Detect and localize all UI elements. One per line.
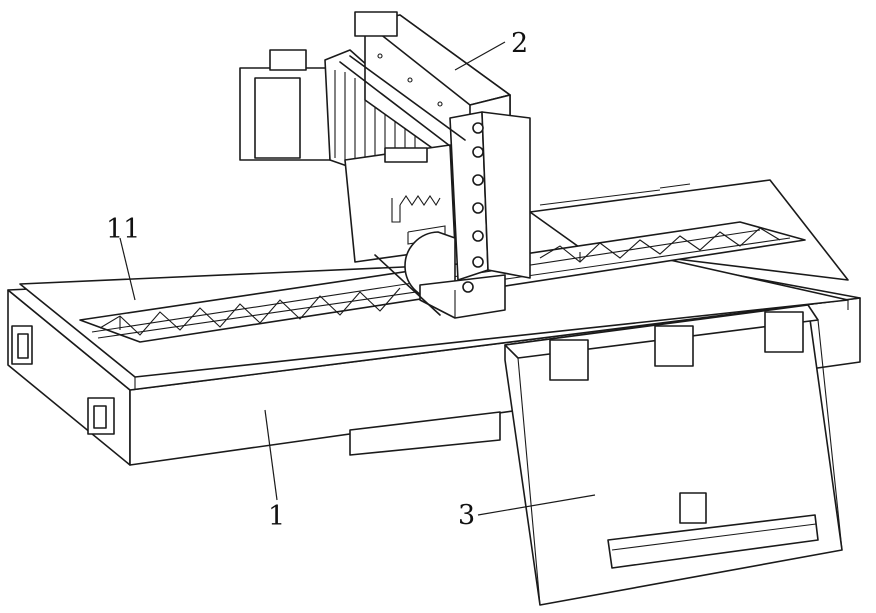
front-plate-tab <box>385 148 427 162</box>
callout-2: 2 <box>511 28 528 59</box>
leader-2 <box>455 42 505 70</box>
rail-side <box>482 112 530 278</box>
callout-11: 11 <box>106 214 140 245</box>
callout-1: 1 <box>268 501 285 532</box>
hinge-1 <box>550 340 588 380</box>
motor-cap <box>355 12 397 36</box>
callout-3: 3 <box>458 500 475 531</box>
hinge-3 <box>765 312 803 352</box>
handle-post <box>680 493 706 523</box>
hinge-2 <box>655 326 693 366</box>
rear-block-cap <box>270 50 306 70</box>
side-panel <box>505 305 842 605</box>
